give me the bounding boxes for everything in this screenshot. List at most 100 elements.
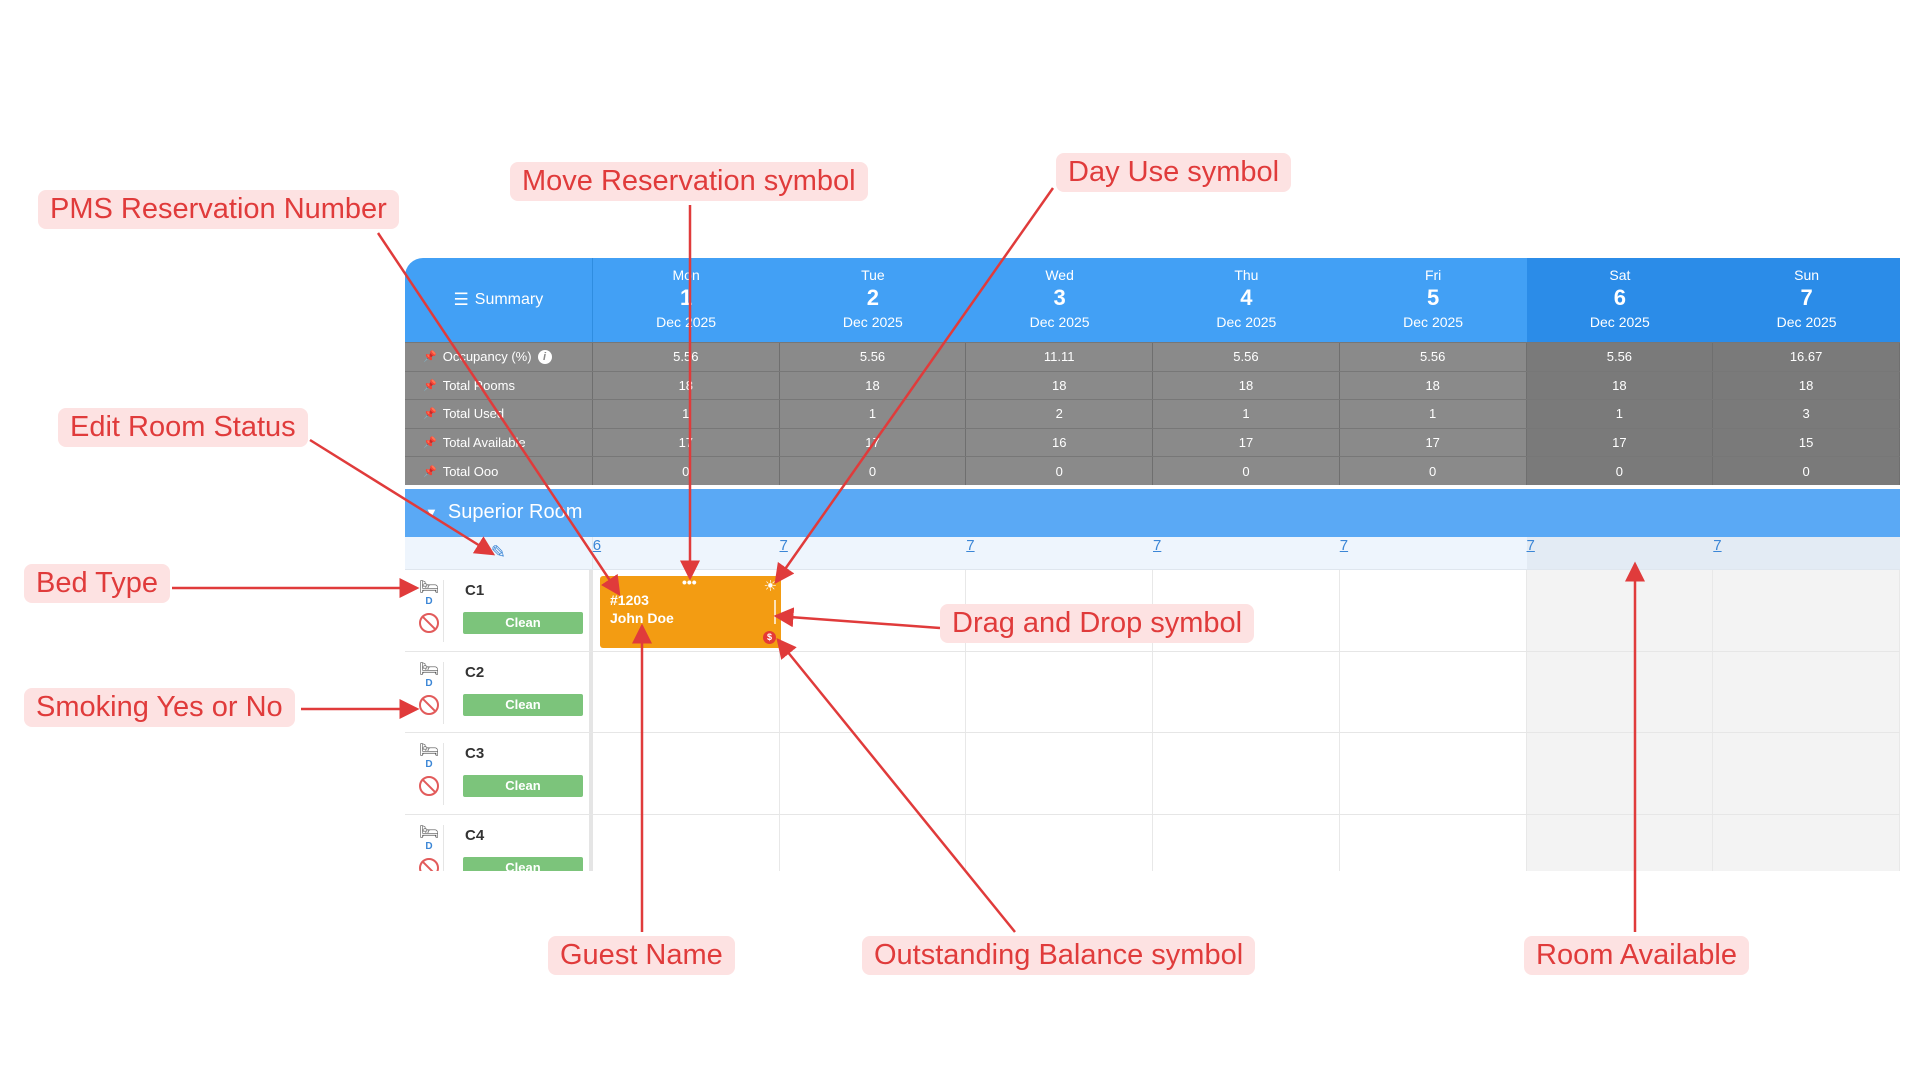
menu-icon: ☰ <box>453 290 469 309</box>
outstanding-balance-icon: $ <box>763 631 776 644</box>
bed-type-label: D <box>425 595 433 607</box>
room-status-badge[interactable]: Clean <box>463 775 583 798</box>
available-count-link[interactable]: 7 <box>779 536 788 554</box>
stat-value: 5.56 <box>780 343 967 371</box>
pin-icon[interactable]: 📌 <box>423 437 437 450</box>
day-use-icon: ☀ <box>763 578 777 595</box>
room-day-cell[interactable] <box>1339 815 1527 871</box>
room-day-cell[interactable] <box>1339 651 1527 733</box>
stat-value: 18 <box>966 371 1154 400</box>
stat-value: 5.56 <box>1340 343 1527 371</box>
stat-label-text: Total Used <box>442 406 505 422</box>
room-day-cell[interactable] <box>779 815 967 871</box>
arrow-pms-reservation-number <box>376 232 621 597</box>
room-day-cell[interactable] <box>1339 733 1527 815</box>
available-count-link[interactable]: 7 <box>966 536 975 554</box>
no-smoking-icon <box>419 694 439 715</box>
day-of-week: Sat <box>1609 267 1631 283</box>
callout-guest-name: Guest Name <box>548 936 735 975</box>
room-day-cell[interactable] <box>966 651 1154 733</box>
room-day-cell[interactable] <box>1713 651 1900 733</box>
room-status-badge[interactable]: Clean <box>463 611 583 634</box>
no-smoking-icon <box>419 776 439 797</box>
room-day-cell[interactable] <box>1713 815 1900 871</box>
room-day-cell[interactable] <box>592 815 780 871</box>
stat-label: 📌Total Ooo <box>405 457 593 485</box>
stat-value: 1 <box>1153 400 1340 428</box>
bed-icon: 🛏 <box>418 578 440 596</box>
day-of-week: Fri <box>1424 267 1442 283</box>
room-day-cell[interactable] <box>592 733 780 815</box>
day-number: 2 <box>866 285 879 310</box>
room-status-badge[interactable]: Clean <box>463 693 583 716</box>
day-number: 4 <box>1240 285 1253 310</box>
room-day-cell[interactable] <box>966 815 1154 871</box>
room-day-cell[interactable] <box>1526 651 1714 733</box>
arrow-drag-and-drop <box>773 607 941 630</box>
room-day-cell[interactable] <box>592 651 780 733</box>
room-day-cell[interactable] <box>1153 733 1340 815</box>
day-number: 5 <box>1427 285 1440 310</box>
stat-value: 11.11 <box>966 343 1154 371</box>
stat-value: 0 <box>780 457 967 485</box>
room-day-cell[interactable] <box>1526 815 1714 871</box>
room-day-cell[interactable] <box>779 733 967 815</box>
room-status-badge[interactable]: Clean <box>463 857 583 871</box>
bed-icon: 🛏 <box>418 660 440 678</box>
pin-icon[interactable]: 📌 <box>423 465 437 478</box>
stat-value: 16 <box>966 428 1154 457</box>
stat-label: 📌 Total Used <box>405 400 593 428</box>
stat-value: 3 <box>1713 400 1900 428</box>
reservation-block[interactable]: ••• ☀ #1203 John Doe $ <box>600 575 781 648</box>
day-month: Dec 2025 <box>1216 314 1277 330</box>
stat-value: 1 <box>1340 400 1527 428</box>
pin-icon[interactable]: 📌 <box>423 408 437 421</box>
room-day-cell[interactable] <box>779 651 967 733</box>
stat-value: 18 <box>1153 371 1340 400</box>
room-day-cell[interactable] <box>1526 569 1714 651</box>
available-count-link[interactable]: 7 <box>1339 536 1349 554</box>
stat-value: 17 <box>1526 428 1714 457</box>
room-day-cell[interactable] <box>966 733 1154 815</box>
summary-button[interactable]: ☰ Summary <box>405 258 593 342</box>
stat-value: 18 <box>1340 371 1527 400</box>
available-count-link[interactable]: 7 <box>1713 536 1900 569</box>
bed-icon: 🛏 <box>418 742 440 760</box>
room-day-cell[interactable] <box>1713 569 1900 651</box>
room-day-cell[interactable] <box>779 569 967 651</box>
arrow-edit-room-status <box>309 438 496 556</box>
day-month: Dec 2025 <box>1776 314 1837 330</box>
stat-value: 0 <box>1340 457 1527 485</box>
bed-type-label: D <box>425 759 433 771</box>
room-day-cell[interactable] <box>1713 733 1900 815</box>
room-day-cell[interactable] <box>1153 815 1340 871</box>
info-icon[interactable]: i <box>537 349 552 364</box>
available-count-link[interactable]: 7 <box>1153 536 1162 554</box>
day-number: 6 <box>1613 285 1626 310</box>
room-day-cell[interactable] <box>1526 733 1714 815</box>
available-count-link[interactable]: 6 <box>592 536 602 554</box>
room-day-cell[interactable] <box>1339 569 1527 651</box>
stat-value: 17 <box>1340 428 1527 457</box>
stat-value: 0 <box>1713 457 1900 485</box>
pin-icon[interactable]: 📌 <box>423 351 437 364</box>
guest-name[interactable]: John Doe <box>610 610 674 626</box>
callout-pms-reservation-number: PMS Reservation Number <box>38 190 399 229</box>
pin-icon[interactable]: 📌 <box>423 379 437 392</box>
stat-value: 16.67 <box>1713 343 1900 371</box>
stat-value: 1 <box>780 400 967 428</box>
available-count-link[interactable]: 7 <box>1526 536 1714 569</box>
room-day-cell[interactable] <box>1153 651 1340 733</box>
room-type-group-superior[interactable]: ▼ Superior Room <box>405 488 1900 537</box>
